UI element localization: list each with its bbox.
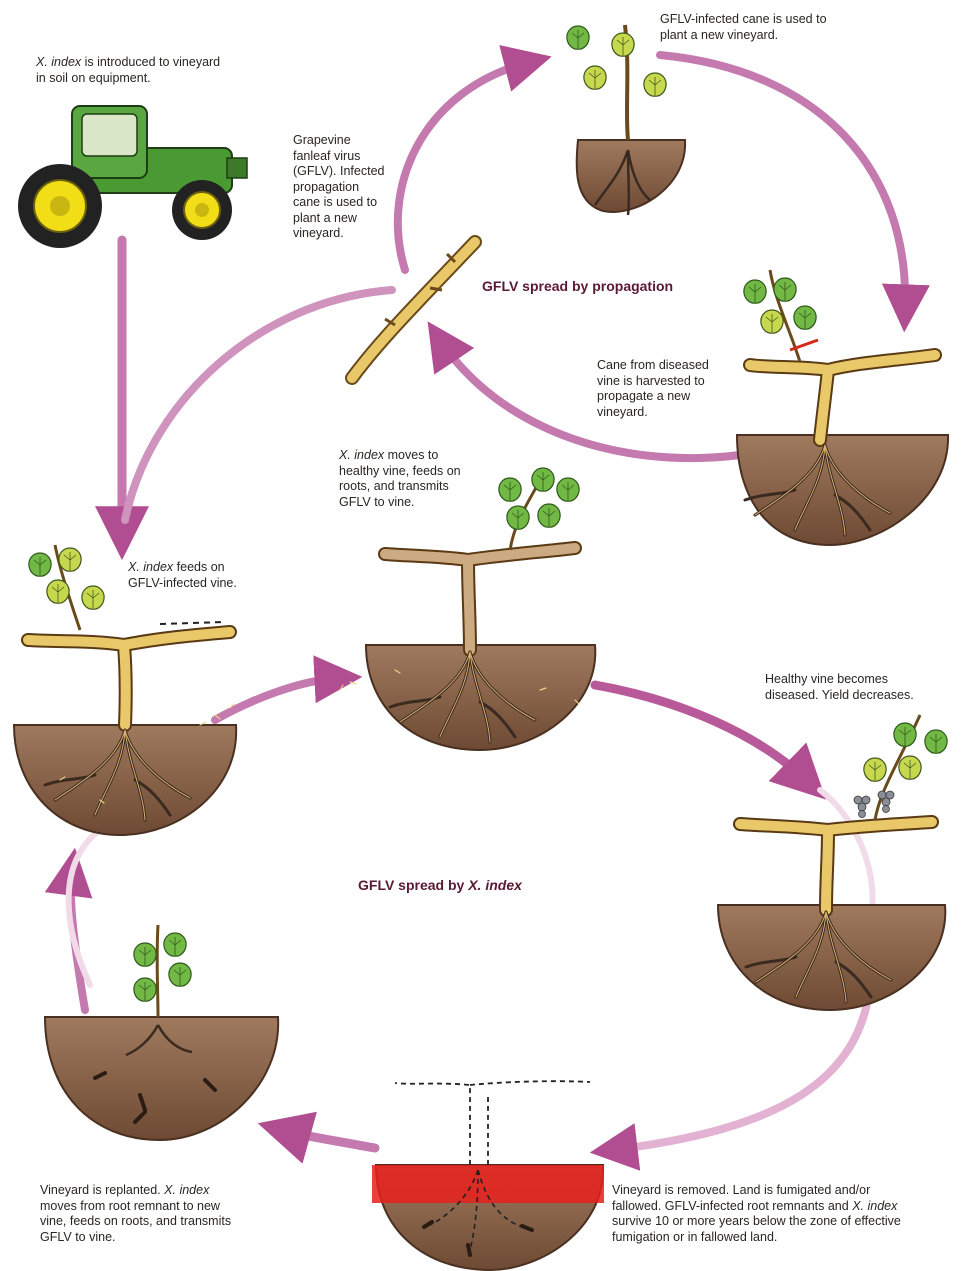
label-removed-species: X. index [852, 1199, 897, 1213]
label-replant-species: X. index [164, 1183, 209, 1197]
diseased-vine-illustration [718, 715, 947, 1010]
label-new-vineyard: GFLV-infected cane is used to plant a ne… [660, 12, 827, 43]
title-xindex-prefix: GFLV spread by [358, 877, 468, 893]
tractor-window [82, 114, 137, 156]
label-tractor-species: X. index [36, 55, 81, 69]
label-removed-text-a: Vineyard is removed. Land is fumigated a… [612, 1183, 870, 1213]
label-healthy-becomes-diseased: Healthy vine becomes diseased. Yield dec… [765, 672, 914, 703]
label-tractor: X. index is introduced to vineyard in so… [36, 55, 220, 86]
title-spread-by-propagation: GFLV spread by propagation [482, 278, 673, 294]
removed-vineyard-illustration [372, 1081, 604, 1270]
label-replant-text-b: moves from root remnant to new vine, fee… [40, 1199, 231, 1244]
harvest-vine-illustration [737, 270, 948, 545]
label-removed-text-b: survive 10 or more years below the zone … [612, 1214, 901, 1244]
label-moves-species: X. index [339, 448, 384, 462]
label-infected-cane: Grapevine fanleaf virus (GFLV). Infected… [293, 133, 384, 242]
label-xindex-feeds: X. index feeds on GFLV-infected vine. [128, 560, 237, 591]
arrow-feeds-to-moves [215, 678, 340, 720]
label-xindex-moves: X. index moves to healthy vine, feeds on… [339, 448, 461, 510]
label-vineyard-removed: Vineyard is removed. Land is fumigated a… [612, 1183, 901, 1245]
title-spread-by-xindex: GFLV spread by X. index [358, 877, 522, 893]
label-replant-text-a: Vineyard is replanted. [40, 1183, 164, 1197]
moves-vine-illustration [366, 468, 595, 750]
arrow-cane-to-top [398, 62, 530, 270]
label-vineyard-replanted: Vineyard is replanted. X. index moves fr… [40, 1183, 231, 1245]
title-xindex-species: X. index [468, 877, 522, 893]
arrow-removed-to-replant [282, 1130, 375, 1148]
grape-cluster-icon [854, 791, 894, 818]
label-feeds-species: X. index [128, 560, 173, 574]
label-cane-harvest: Cane from diseased vine is harvested to … [597, 358, 709, 420]
tractor-illustration [18, 106, 247, 248]
arrow-top-to-harvest [660, 55, 905, 310]
